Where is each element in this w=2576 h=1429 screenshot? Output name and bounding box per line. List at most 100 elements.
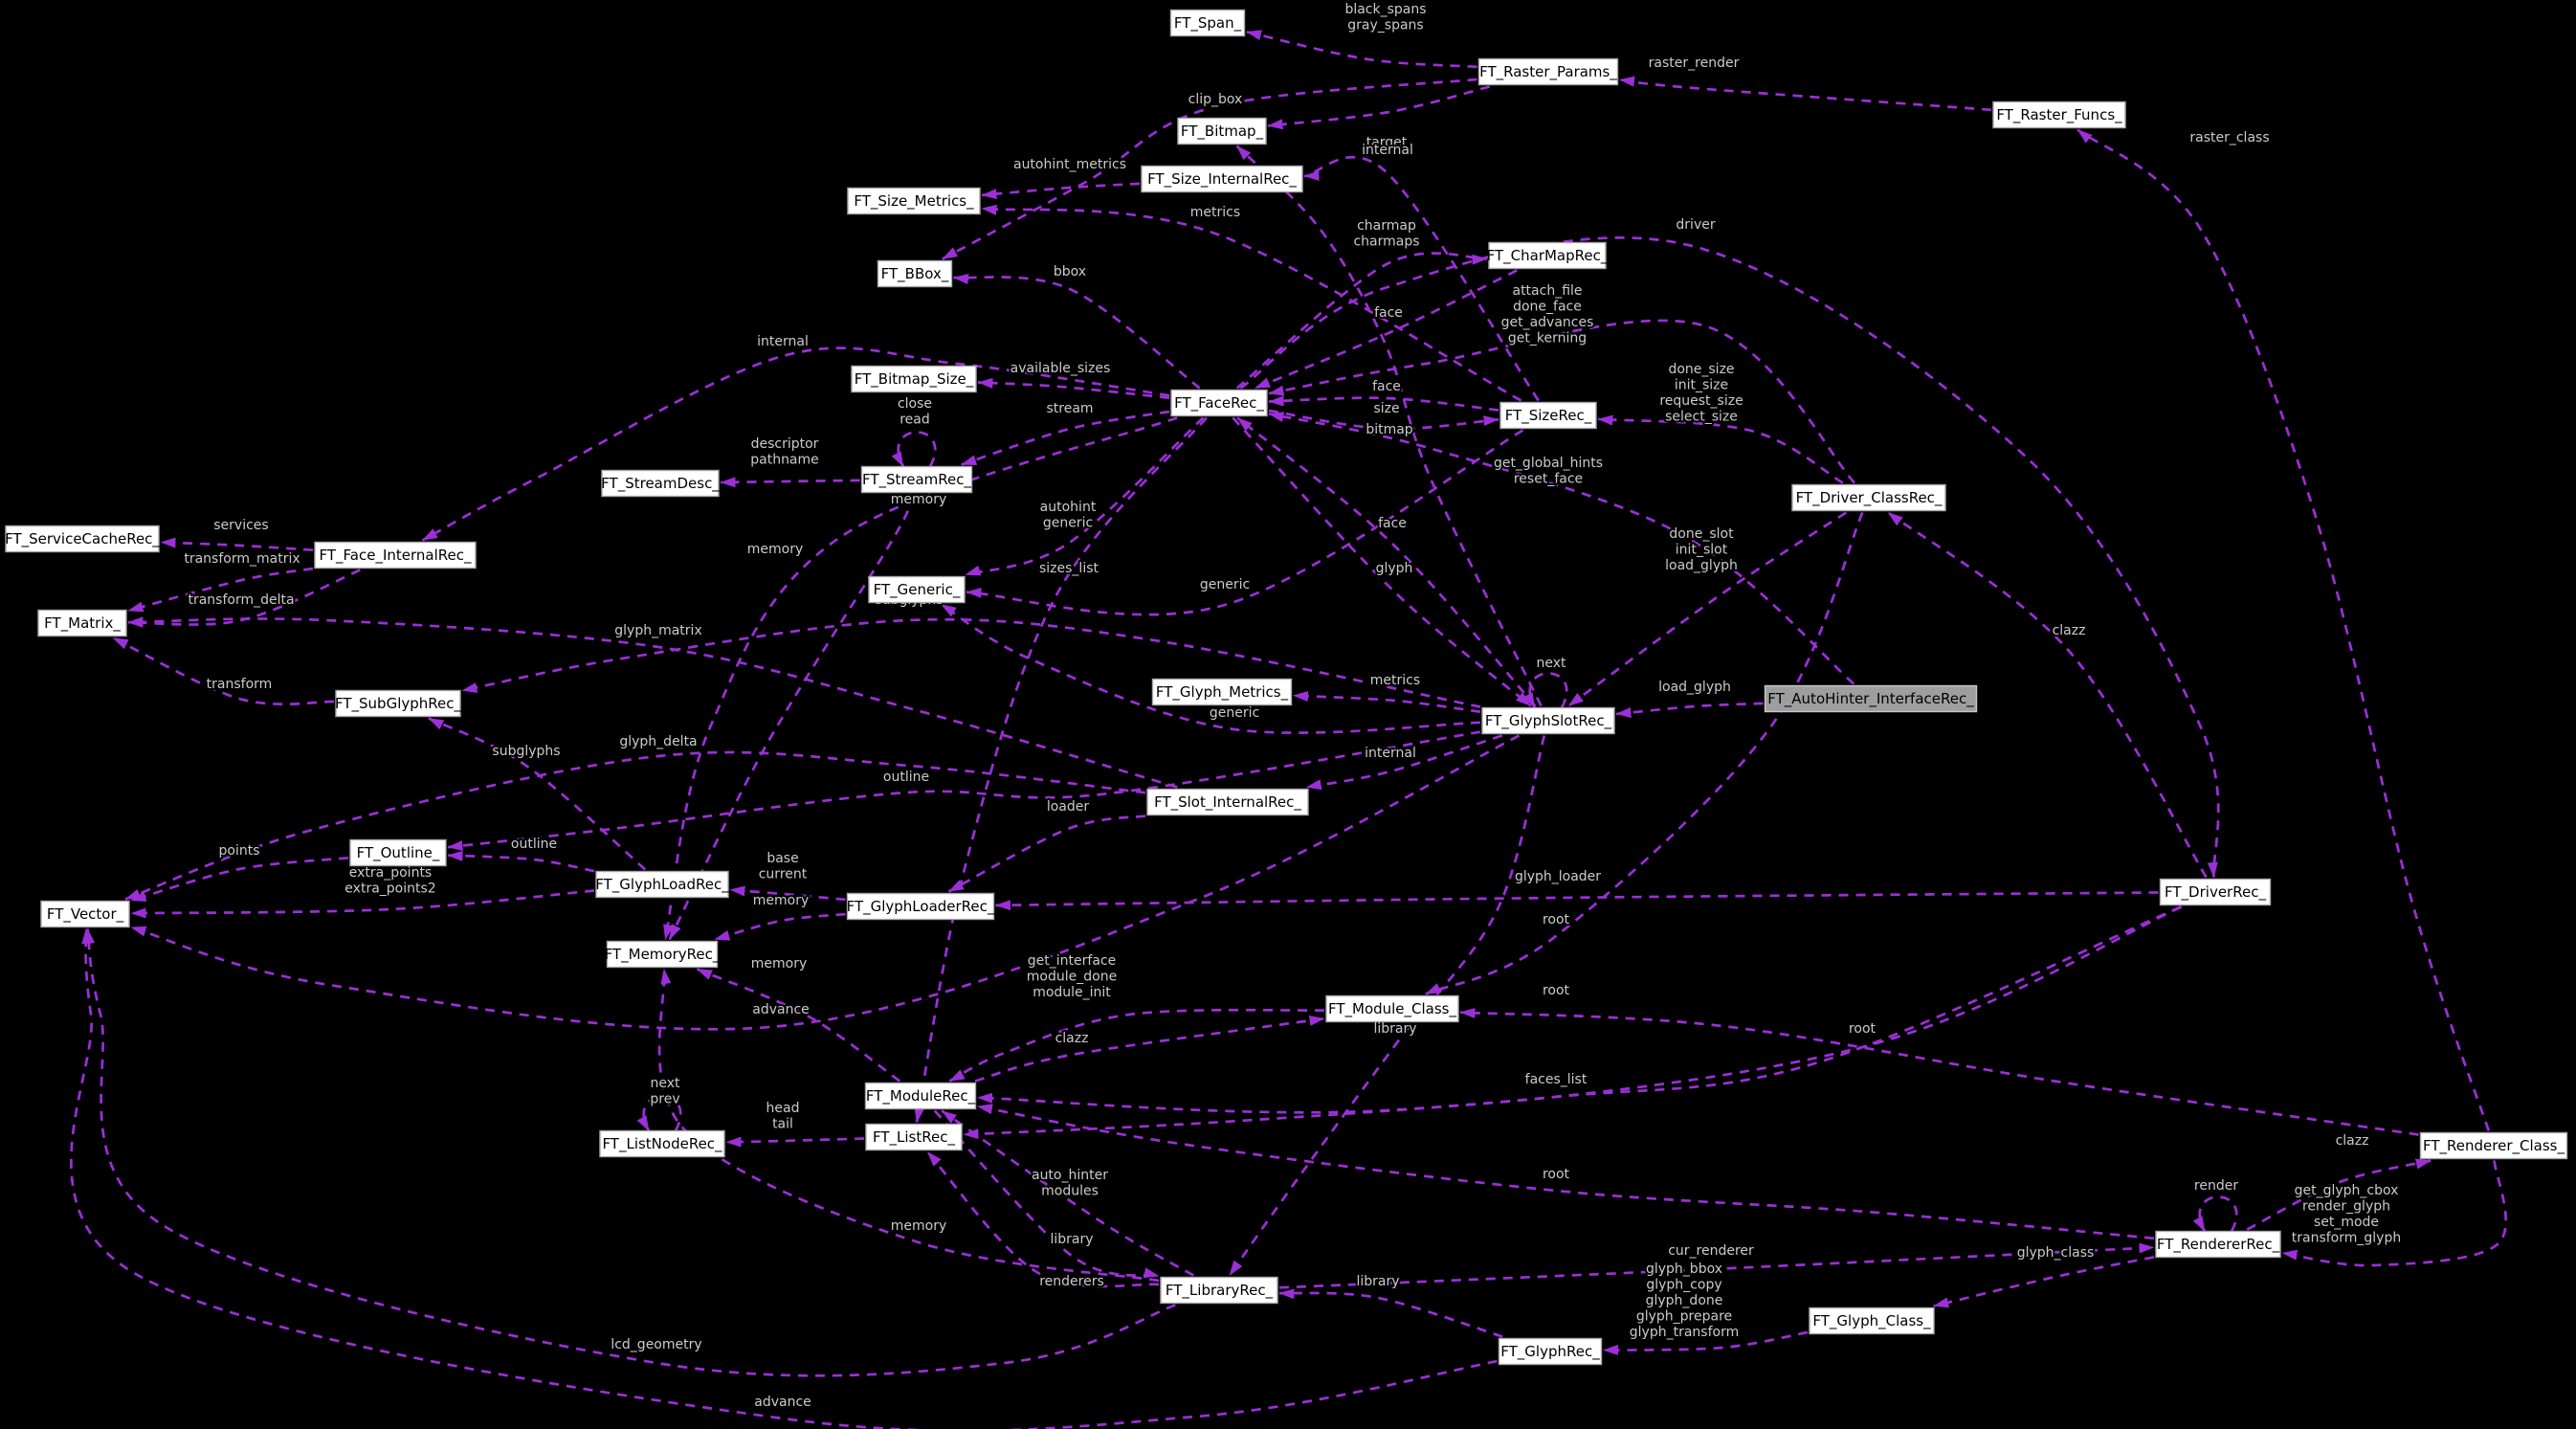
node-box-glyph_metrics[interactable]: [1151, 678, 1293, 706]
node-box-rendererrec[interactable]: [2155, 1230, 2281, 1259]
node-span[interactable]: FT_Span_: [1169, 9, 1246, 37]
node-libraryrec[interactable]: FT_LibraryRec_: [1160, 1276, 1278, 1305]
node-box-sizerec[interactable]: [1499, 401, 1597, 430]
node-bitmap[interactable]: FT_Bitmap_: [1177, 117, 1267, 145]
edge-label-raster_render: raster_render: [1649, 56, 1740, 71]
node-box-outline[interactable]: [349, 838, 447, 867]
node-streamrec[interactable]: FT_StreamRec_: [860, 465, 973, 494]
node-box-renderer_class[interactable]: [2419, 1131, 2568, 1160]
edge-label-renderers: renderers: [1039, 1274, 1104, 1289]
node-glyphrec[interactable]: FT_GlyphRec_: [1498, 1337, 1603, 1366]
node-subglyph[interactable]: FT_SubGlyphRec_: [335, 689, 461, 718]
edge-label-available_sizes: available_sizes: [1010, 361, 1111, 376]
node-box-face_internal[interactable]: [314, 541, 477, 569]
node-box-matrix[interactable]: [37, 609, 127, 637]
node-renderer_class[interactable]: FT_Renderer_Class_: [2419, 1131, 2568, 1160]
node-glyph_metrics[interactable]: FT_Glyph_Metrics_: [1151, 678, 1293, 706]
edge-glyphload-subglyph-41: [428, 717, 647, 871]
node-box-size_metrics[interactable]: [847, 187, 981, 215]
edge-label-advance: advance: [752, 1002, 810, 1017]
node-box-memoryrec[interactable]: [606, 940, 719, 969]
node-charmaprec[interactable]: FT_CharMapRec_: [1487, 241, 1609, 270]
node-module_class[interactable]: FT_Module_Class_: [1325, 994, 1459, 1023]
node-outline[interactable]: FT_Outline_: [349, 838, 447, 867]
node-box-driver_class[interactable]: [1791, 483, 1946, 512]
node-box-glyphload[interactable]: [595, 870, 729, 899]
node-box-generic[interactable]: [868, 575, 966, 604]
node-box-raster_funcs[interactable]: [1992, 100, 2126, 129]
node-box-bbox[interactable]: [877, 259, 953, 288]
edge-driverrec-glyphloader-51: [995, 891, 2159, 911]
node-raster_funcs[interactable]: FT_Raster_Funcs_: [1992, 100, 2126, 129]
node-driverrec[interactable]: FT_DriverRec_: [2159, 878, 2272, 906]
node-box-listrec[interactable]: [865, 1123, 963, 1151]
edge-label-memory: memory: [753, 893, 810, 908]
node-box-listnode[interactable]: [599, 1129, 725, 1158]
node-glyphslot[interactable]: FT_GlyphSlotRec_: [1481, 706, 1615, 735]
edge-face_internal-matrix-20: [127, 567, 314, 613]
node-glyphload[interactable]: FT_GlyphLoadRec_: [595, 870, 729, 899]
node-bbox[interactable]: FT_BBox_: [877, 259, 953, 288]
node-box-bitmap[interactable]: [1177, 117, 1267, 145]
node-matrix[interactable]: FT_Matrix_: [37, 609, 127, 637]
edge-size_internal-size_metrics-5: [981, 182, 1141, 200]
node-memoryrec[interactable]: FT_MemoryRec_: [605, 940, 721, 969]
node-box-charmaprec[interactable]: [1488, 241, 1607, 270]
node-vector[interactable]: FT_Vector_: [40, 900, 130, 928]
node-label-sizerec: FT_SizeRec_: [1505, 407, 1592, 425]
node-box-raster_params[interactable]: [1477, 57, 1619, 86]
node-box-subglyph[interactable]: [335, 689, 461, 718]
node-box-span[interactable]: [1169, 9, 1246, 37]
node-box-module_class[interactable]: [1325, 994, 1459, 1023]
node-bitmap_size[interactable]: FT_Bitmap_Size_: [851, 365, 977, 393]
node-box-driverrec[interactable]: [2159, 878, 2272, 906]
node-label-glyphslot: FT_GlyphSlotRec_: [1485, 712, 1612, 730]
node-box-vector[interactable]: [40, 900, 130, 928]
node-box-glyphrec[interactable]: [1498, 1337, 1603, 1366]
node-box-slot_internal[interactable]: [1146, 788, 1309, 816]
node-slot_internal[interactable]: FT_Slot_InternalRec_: [1146, 788, 1309, 816]
node-listnode[interactable]: FT_ListNodeRec_: [599, 1129, 725, 1158]
node-box-glyphloader[interactable]: [846, 892, 995, 921]
node-box-streamrec[interactable]: [860, 465, 973, 494]
node-box-libraryrec[interactable]: [1160, 1276, 1278, 1305]
edge-label-raster_class: raster_class: [2189, 130, 2269, 145]
node-box-glyph_class[interactable]: [1809, 1306, 1935, 1335]
node-box-facerec[interactable]: [1170, 389, 1268, 417]
edge-glyphslot-glyphslot-33: [1522, 672, 1568, 709]
node-box-modulerec[interactable]: [864, 1082, 977, 1110]
node-driver_class[interactable]: FT_Driver_ClassRec_: [1791, 483, 1946, 512]
edge-rendererrec-modulerec-60: [977, 1104, 2155, 1240]
node-autohinter[interactable]: FT_AutoHinter_InterfaceRec_: [1764, 684, 1978, 713]
edge-slot_internal-matrix-42: [127, 616, 1178, 789]
node-label-face_internal: FT_Face_InternalRec_: [320, 547, 472, 565]
node-listrec[interactable]: FT_ListRec_: [865, 1123, 963, 1151]
edge-label-bbox: bbox: [1054, 264, 1086, 279]
node-box-servicecache[interactable]: [5, 525, 160, 553]
node-raster_params[interactable]: FT_Raster_Params_: [1477, 57, 1619, 86]
node-streamdesc[interactable]: FT_StreamDesc_: [601, 469, 720, 498]
node-box-size_internal[interactable]: [1141, 165, 1303, 193]
node-rendererrec[interactable]: FT_RendererRec_: [2155, 1230, 2281, 1259]
node-sizerec[interactable]: FT_SizeRec_: [1499, 401, 1597, 430]
node-size_internal[interactable]: FT_Size_InternalRec_: [1141, 165, 1303, 193]
node-generic[interactable]: FT_Generic_: [868, 575, 966, 604]
node-box-glyphslot[interactable]: [1481, 706, 1615, 735]
node-face_internal[interactable]: FT_Face_InternalRec_: [314, 541, 477, 569]
node-modulerec[interactable]: FT_ModuleRec_: [864, 1082, 977, 1110]
node-servicecache[interactable]: FT_ServiceCacheRec_: [5, 525, 160, 553]
node-box-streamdesc[interactable]: [601, 469, 720, 498]
node-box-autohinter[interactable]: [1764, 684, 1978, 713]
node-box-bitmap_size[interactable]: [851, 365, 977, 393]
node-facerec[interactable]: FT_FaceRec_: [1170, 389, 1268, 417]
edge-label-clazz: clazz: [1055, 1031, 1089, 1046]
node-glyph_class[interactable]: FT_Glyph_Class_: [1809, 1306, 1935, 1335]
edge-label-glyph_loader: glyph_loader: [1515, 869, 1601, 884]
node-glyphloader[interactable]: FT_GlyphLoaderRec_: [846, 892, 995, 921]
node-size_metrics[interactable]: FT_Size_Metrics_: [847, 187, 981, 215]
